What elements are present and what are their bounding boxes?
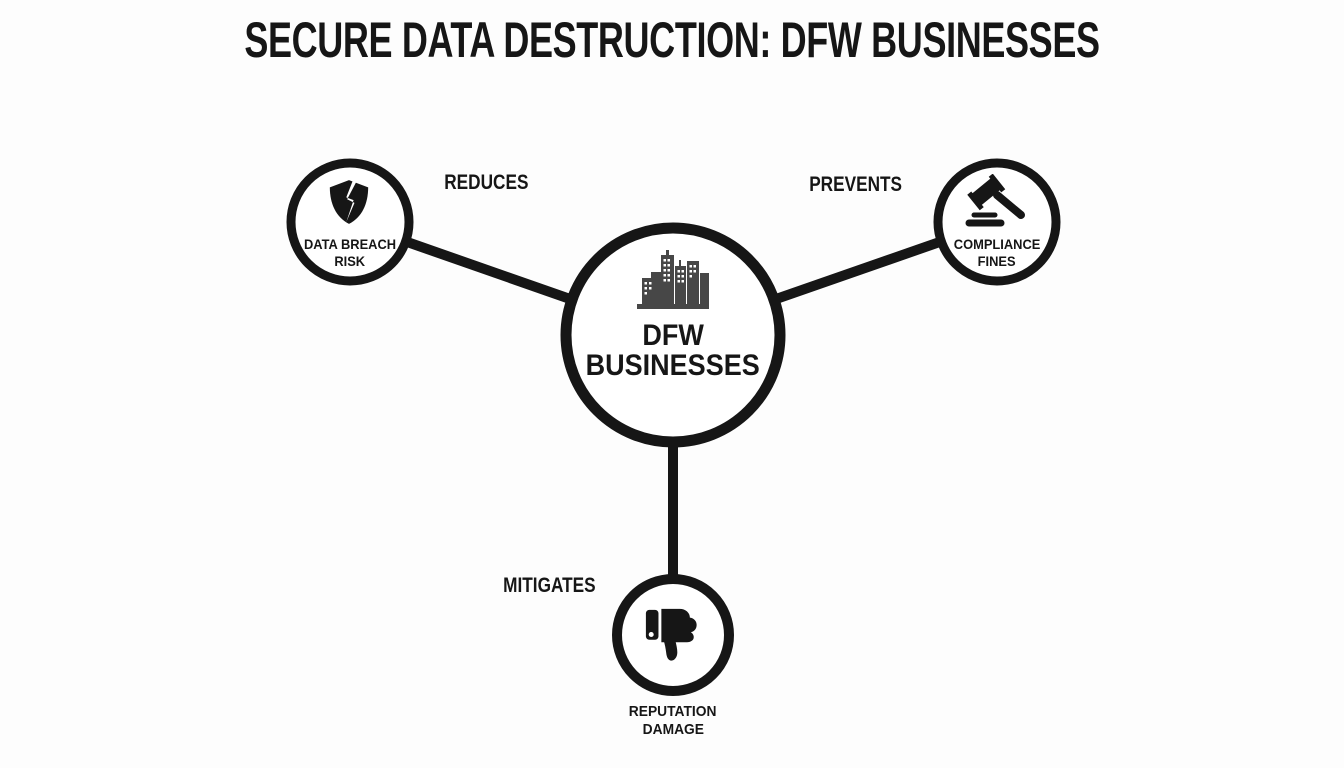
edge-label-prevents: PREVENTS: [786, 174, 926, 195]
edge-label-text: MITIGATES: [502, 574, 596, 597]
node-circle-dfw-businesses: [560, 222, 786, 448]
node-label-reputation-damage: REPUTATION DAMAGE: [593, 703, 753, 739]
node-label-line: REPUTATION: [629, 703, 717, 720]
page-title: SECURE DATA DESTRUCTION: DFW BUSINESSES: [0, 14, 1344, 66]
node-label-line: DATA BREACH: [303, 236, 397, 252]
city-skyline-icon: [637, 250, 709, 309]
edge-label-text: PREVENTS: [809, 173, 903, 196]
node-label-line: BUSINESSES: [585, 349, 761, 382]
edge-label-text: REDUCES: [443, 171, 529, 194]
node-label-data-breach-risk: DATA BREACH RISK: [270, 236, 430, 270]
node-label-line: COMPLIANCE: [953, 236, 1041, 252]
node-label-line: DAMAGE: [642, 721, 704, 738]
node-label-dfw-businesses: DFW BUSINESSES: [523, 321, 823, 381]
page-title-text: SECURE DATA DESTRUCTION: DFW BUSINESSES: [244, 12, 1100, 68]
broken-shield-icon: [329, 180, 369, 224]
edge-label-mitigates: MITIGATES: [479, 575, 619, 596]
gavel-icon: [965, 174, 1025, 227]
thumbs-down-icon: [645, 608, 697, 661]
node-label-compliance-fines: COMPLIANCE FINES: [917, 236, 1077, 270]
node-label-line: DFW: [642, 319, 704, 352]
node-label-line: RISK: [334, 253, 366, 269]
node-label-line: FINES: [978, 253, 1016, 269]
edge-label-reduces: REDUCES: [416, 172, 556, 193]
